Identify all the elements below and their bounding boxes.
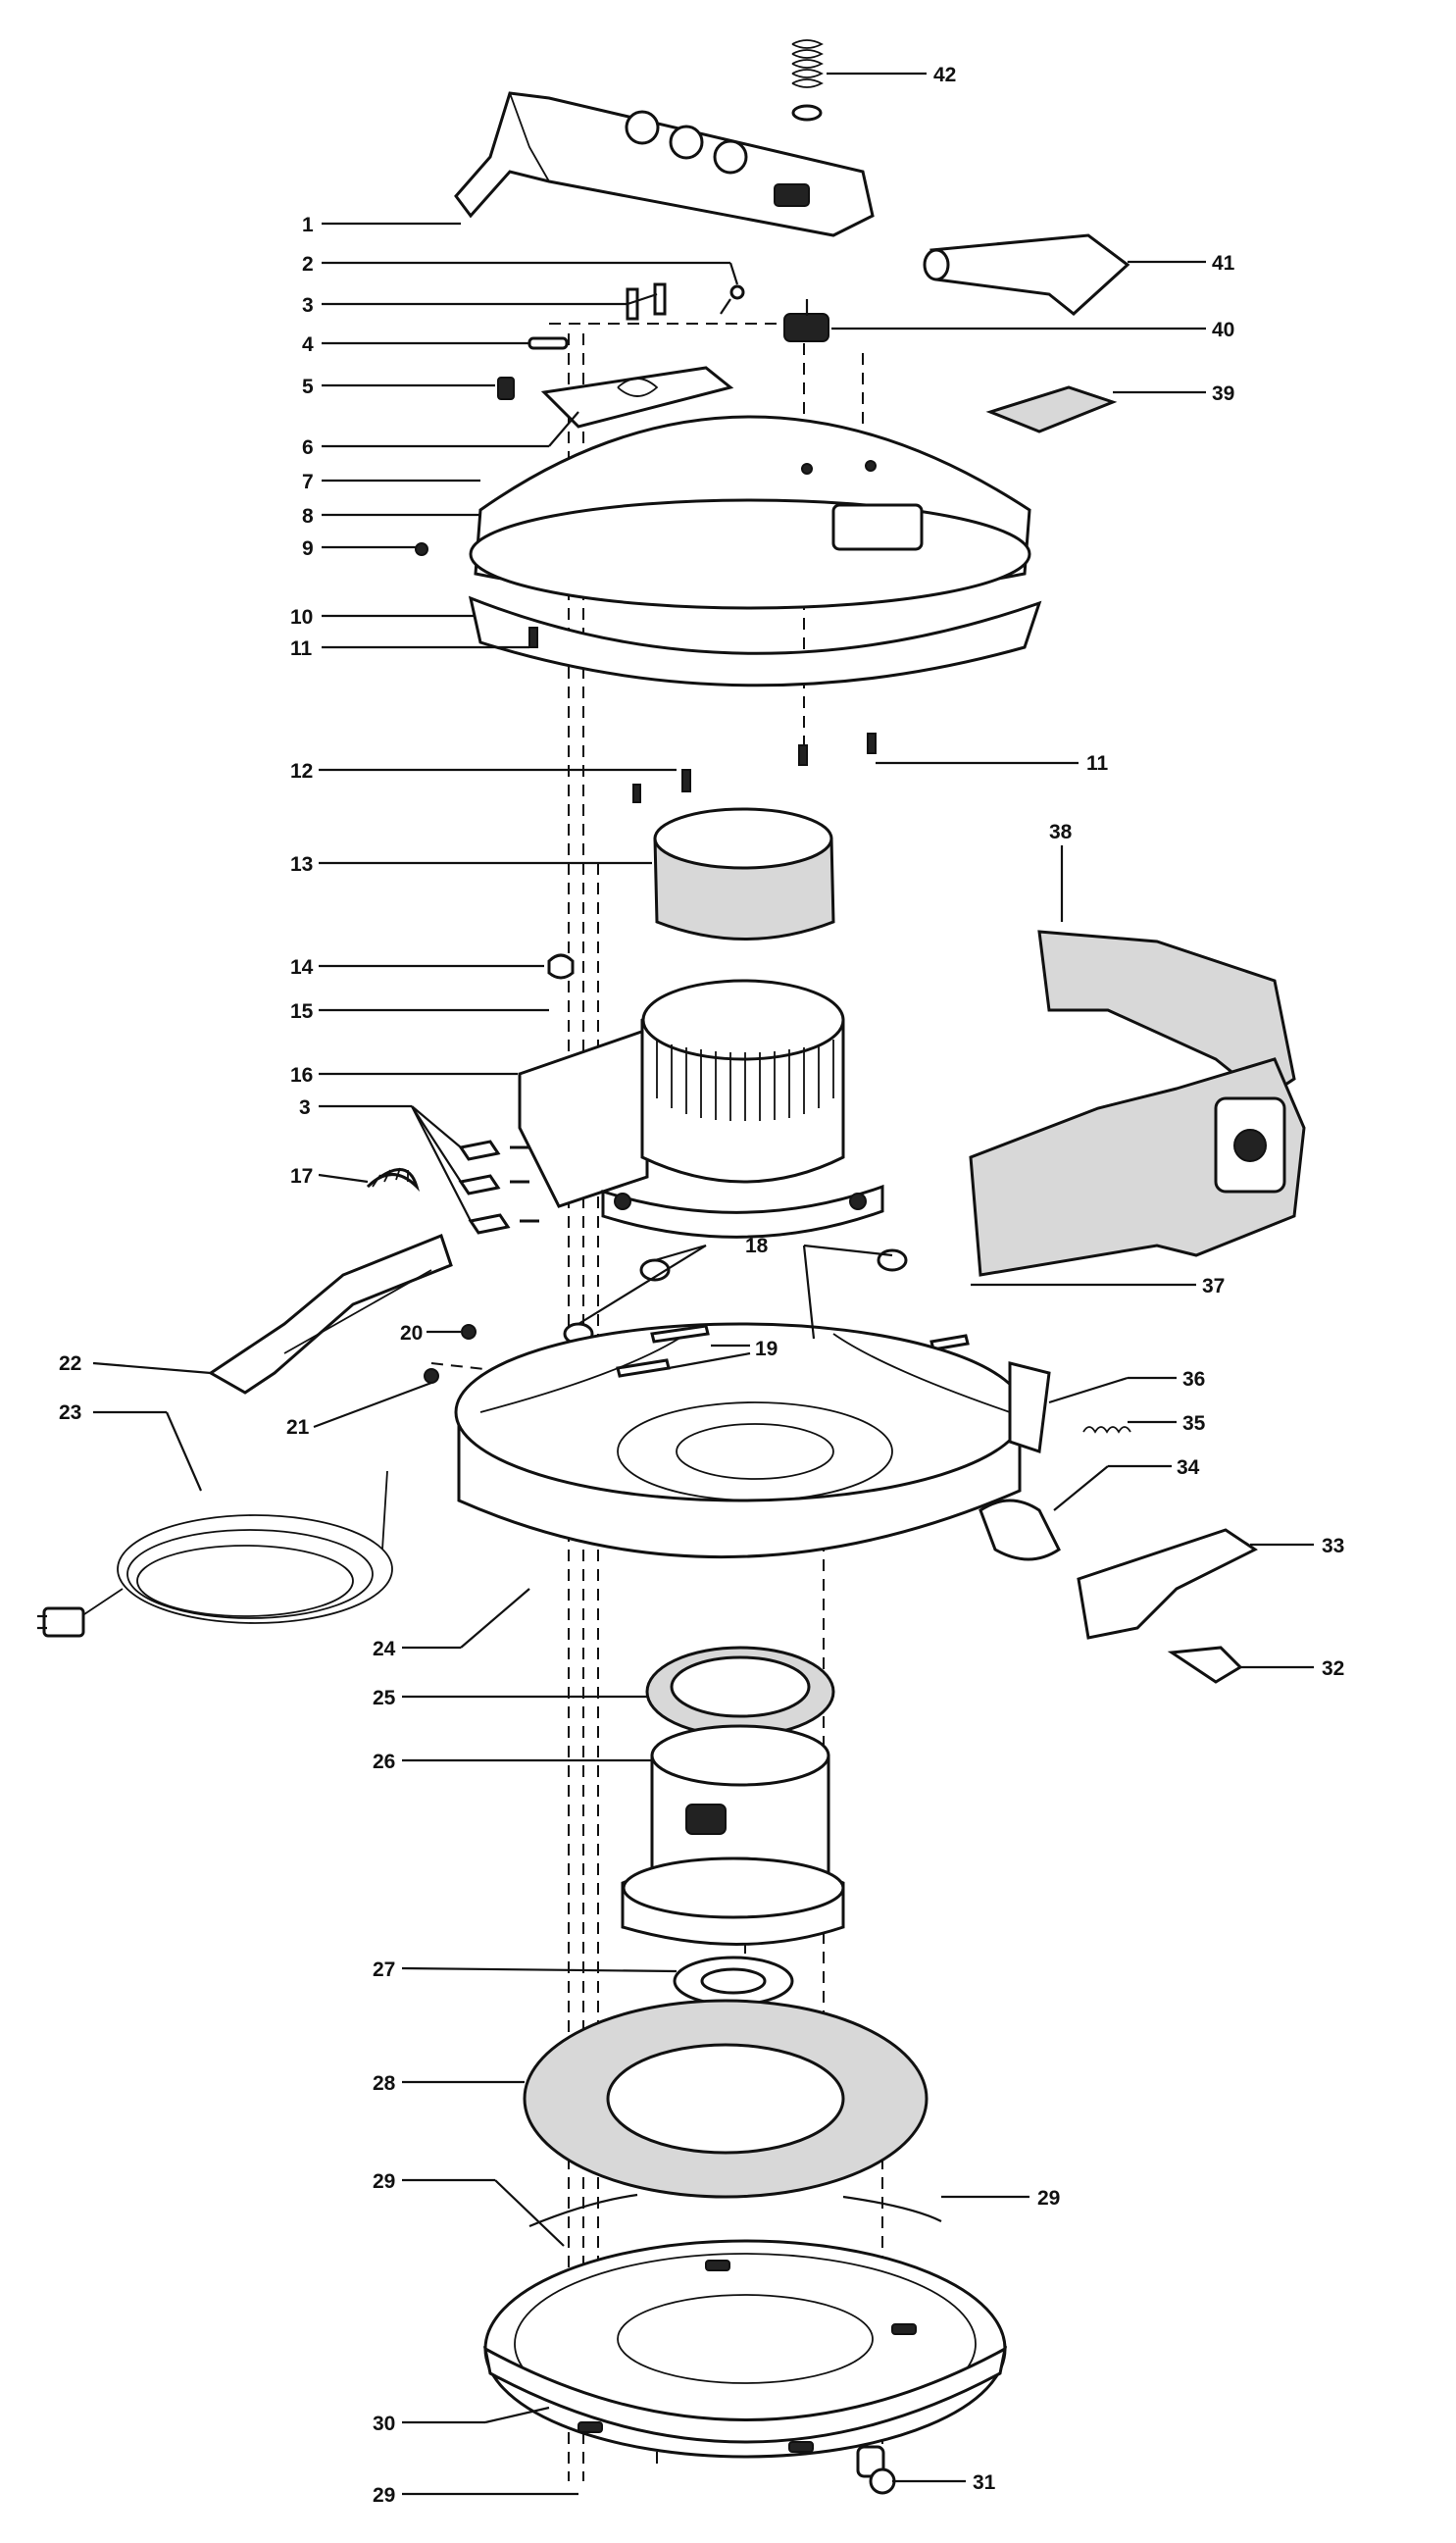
label-28: 28 (373, 2072, 396, 2095)
label-10: 10 (290, 606, 313, 629)
label-33: 33 (1322, 1535, 1344, 1557)
filter-disc-part (523, 1999, 929, 2199)
label-plate-part (985, 385, 1118, 433)
gasket-ring-part (645, 1646, 835, 1738)
clamp-part (366, 1167, 421, 1193)
screws-lid (528, 627, 877, 803)
wire-terminals-part (458, 1140, 539, 1235)
latch-assembly-part (979, 1361, 1258, 1640)
leader-lines (92, 72, 1314, 2496)
label-34: 34 (1177, 1456, 1200, 1479)
label-8: 8 (302, 505, 314, 528)
label-9: 9 (302, 537, 314, 560)
switch-lever-part (923, 233, 1130, 316)
screws-19 (616, 1324, 710, 1378)
handle-part (454, 91, 875, 237)
label-21: 21 (286, 1416, 310, 1439)
label-1: 1 (302, 214, 314, 236)
part-number-labels: 1 2 3 4 5 6 7 8 9 10 11 11 12 13 14 15 1… (59, 64, 1344, 2507)
label-40: 40 (1212, 319, 1234, 341)
power-cord-part (37, 1470, 393, 1638)
plate-part (540, 366, 734, 429)
base-dolly-part (482, 2193, 1008, 2459)
label-18: 18 (745, 1235, 769, 1257)
bumper-part (208, 1234, 477, 1395)
label-29-upper-right: 29 (1037, 2187, 1060, 2210)
lid-part (415, 415, 1042, 687)
label-19: 19 (755, 1338, 778, 1360)
washer-part (673, 1956, 794, 2007)
label-2: 2 (302, 253, 314, 276)
label-35: 35 (1182, 1412, 1206, 1435)
label-6: 6 (302, 436, 314, 459)
label-5: 5 (302, 376, 314, 398)
fan-housing-part (518, 979, 884, 1239)
spring-part (791, 39, 824, 122)
label-36: 36 (1182, 1368, 1205, 1391)
tank-part (454, 1322, 1027, 1559)
label-3-lower: 3 (299, 1096, 311, 1119)
label-11-left: 11 (290, 637, 313, 660)
small-hardware-top (497, 282, 829, 400)
label-17: 17 (290, 1165, 313, 1188)
label-26: 26 (373, 1751, 395, 1773)
label-30: 30 (373, 2413, 395, 2435)
label-38: 38 (1049, 821, 1073, 843)
label-20: 20 (400, 1322, 423, 1345)
filter-ring-part (653, 807, 835, 941)
label-7: 7 (302, 471, 314, 493)
label-12: 12 (290, 760, 313, 783)
label-13: 13 (290, 853, 313, 876)
label-14: 14 (290, 956, 314, 979)
label-31: 31 (973, 2471, 996, 2494)
label-4: 4 (302, 333, 314, 356)
label-29-upper-left: 29 (373, 2170, 395, 2193)
label-41: 41 (1212, 252, 1235, 275)
motor-part (621, 1724, 845, 1946)
label-29-lower: 29 (373, 2484, 395, 2507)
caster-part (856, 2445, 896, 2495)
label-23: 23 (59, 1401, 81, 1424)
label-42: 42 (933, 64, 956, 86)
label-22: 22 (59, 1352, 81, 1375)
collector-bag-part (969, 930, 1306, 1277)
label-16: 16 (290, 1064, 313, 1087)
label-3: 3 (302, 294, 314, 317)
label-27: 27 (373, 1958, 395, 1981)
label-24: 24 (373, 1638, 396, 1660)
label-39: 39 (1212, 382, 1234, 405)
label-25: 25 (373, 1687, 396, 1709)
label-32: 32 (1322, 1657, 1344, 1680)
label-15: 15 (290, 1000, 314, 1023)
clip-part (547, 953, 575, 980)
latch-clip-part (1167, 1646, 1243, 1684)
label-11-right: 11 (1086, 752, 1109, 775)
label-37: 37 (1202, 1275, 1225, 1297)
